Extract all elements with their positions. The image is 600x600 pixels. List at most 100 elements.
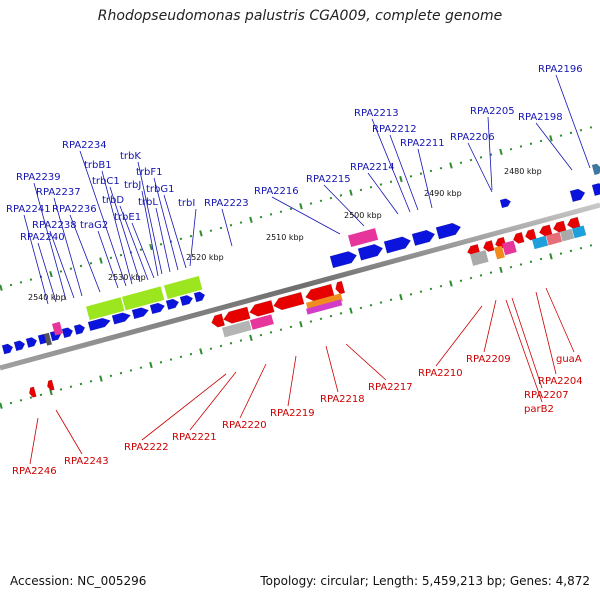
gene-arrow[interactable]	[61, 327, 74, 339]
gene-feature[interactable]	[546, 231, 563, 246]
tick-mark	[79, 264, 83, 268]
gene-arrow[interactable]	[149, 302, 166, 315]
gene-label[interactable]: RPA2211	[400, 138, 445, 149]
tick-mark	[549, 135, 553, 142]
gene-label[interactable]: trbL	[138, 197, 158, 208]
gene-arrow[interactable]	[222, 306, 251, 325]
gene-label[interactable]: RPA2240	[20, 232, 65, 243]
gene-arrow[interactable]	[569, 187, 586, 203]
gene-arrow[interactable]	[13, 340, 26, 352]
gene-label[interactable]: trbB1	[84, 160, 112, 171]
gene-label[interactable]: RPA2214	[350, 162, 395, 173]
gene-label[interactable]: trbK	[120, 151, 141, 162]
gene-feature[interactable]	[43, 332, 52, 346]
gene-label[interactable]: RPA2218	[320, 394, 365, 405]
gene-label[interactable]: RPA2237	[36, 187, 81, 198]
gene-label[interactable]: RPA2198	[518, 112, 563, 123]
gene-label[interactable]: guaA	[556, 354, 582, 365]
gene-label[interactable]: RPA2220	[222, 420, 267, 431]
gene-feature[interactable]	[348, 228, 379, 248]
gene-arrow[interactable]	[512, 231, 525, 244]
gene-arrow[interactable]	[272, 291, 305, 311]
gene-label[interactable]: RPA2212	[372, 124, 417, 135]
gene-arrow[interactable]	[435, 221, 462, 240]
gene-label[interactable]: RPA2209	[466, 354, 511, 365]
tick-mark	[499, 148, 503, 156]
gene-label[interactable]: trbE1	[114, 212, 141, 223]
tick-mark	[229, 342, 233, 345]
gene-feature[interactable]	[222, 320, 252, 338]
gene-label[interactable]: trbG1	[146, 184, 175, 195]
gene-arrow[interactable]	[411, 228, 436, 246]
gene-arrow[interactable]	[482, 240, 495, 252]
tick-mark	[59, 388, 63, 391]
bottom-tick-track	[0, 244, 593, 409]
gene-arrow[interactable]	[179, 294, 194, 307]
gene-arrow[interactable]	[248, 300, 275, 318]
gene-arrow[interactable]	[28, 386, 37, 398]
gene-feature[interactable]	[470, 250, 489, 266]
gene-arrow[interactable]	[499, 198, 512, 209]
gene-label[interactable]: RPA2243	[64, 456, 109, 467]
gene-label[interactable]: parB2	[524, 404, 554, 415]
gene-feature[interactable]	[531, 235, 549, 250]
gene-arrow[interactable]	[357, 242, 384, 261]
gene-label[interactable]: trbI	[178, 198, 195, 209]
gene-feature[interactable]	[572, 225, 587, 239]
label-leaders	[23, 74, 591, 465]
gene-arrow[interactable]	[87, 316, 112, 332]
gene-label[interactable]: RPA2205	[470, 106, 515, 117]
gene-feature[interactable]	[250, 314, 274, 330]
gene-arrow[interactable]	[591, 182, 600, 197]
gene-label[interactable]: trbC1	[92, 176, 120, 187]
gene-feature[interactable]	[52, 321, 63, 336]
gene-arrow[interactable]	[334, 280, 346, 295]
gene-arrow[interactable]	[383, 235, 412, 254]
gene-arrow[interactable]	[73, 323, 86, 335]
gene-feature[interactable]	[560, 228, 575, 242]
gene-label[interactable]: trbF1	[136, 167, 163, 178]
gene-feature[interactable]	[306, 293, 343, 311]
tick-mark	[489, 271, 493, 274]
gene-label[interactable]: RPA2246	[12, 466, 57, 477]
leader-line	[325, 345, 339, 393]
gene-label[interactable]: RPA2219	[270, 408, 315, 419]
gene-label[interactable]: RPA2223	[204, 198, 249, 209]
gene-feature[interactable]	[85, 297, 125, 321]
gene-label[interactable]: RPA2238	[32, 220, 77, 231]
gene-arrow[interactable]	[193, 291, 206, 303]
gene-label[interactable]: RPA2234	[62, 140, 107, 151]
gene-label[interactable]: RPA2221	[172, 432, 217, 443]
gene-arrow[interactable]	[131, 306, 150, 320]
gene-arrow[interactable]	[25, 336, 38, 348]
gene-arrow[interactable]	[1, 343, 14, 355]
leader-line	[435, 305, 483, 367]
gene-arrow[interactable]	[210, 313, 226, 329]
gene-label[interactable]: trbJ	[124, 180, 141, 191]
gene-label[interactable]: RPA2222	[124, 442, 169, 453]
gene-label[interactable]: traG2	[80, 220, 108, 231]
gene-label[interactable]: RPA2216	[254, 186, 299, 197]
gene-label[interactable]: RPA2215	[306, 174, 351, 185]
gene-label[interactable]: RPA2236	[52, 204, 97, 215]
gene-feature[interactable]	[164, 276, 203, 299]
gene-label[interactable]: RPA2204	[538, 376, 583, 387]
gene-label[interactable]: RPA2239	[16, 172, 61, 183]
gene-feature[interactable]	[305, 299, 343, 315]
gene-arrow[interactable]	[111, 311, 132, 325]
gene-arrow[interactable]	[46, 379, 55, 391]
gene-label[interactable]: RPA2210	[418, 368, 463, 379]
gene-feature[interactable]	[122, 286, 165, 311]
gene-label[interactable]: RPA2217	[368, 382, 413, 393]
gene-arrow[interactable]	[165, 298, 180, 310]
gene-label[interactable]: RPA2241	[6, 204, 51, 215]
gene-label[interactable]: RPA2206	[450, 132, 495, 143]
gene-label[interactable]: trbD	[102, 195, 124, 206]
gene-arrow[interactable]	[329, 250, 358, 269]
gene-feature[interactable]	[502, 240, 517, 256]
gene-label[interactable]: RPA2196	[538, 64, 583, 75]
gene-arrow[interactable]	[591, 163, 600, 176]
gene-feature[interactable]	[493, 245, 505, 260]
gene-label[interactable]: RPA2207	[524, 390, 569, 401]
gene-label[interactable]: RPA2213	[354, 108, 399, 119]
